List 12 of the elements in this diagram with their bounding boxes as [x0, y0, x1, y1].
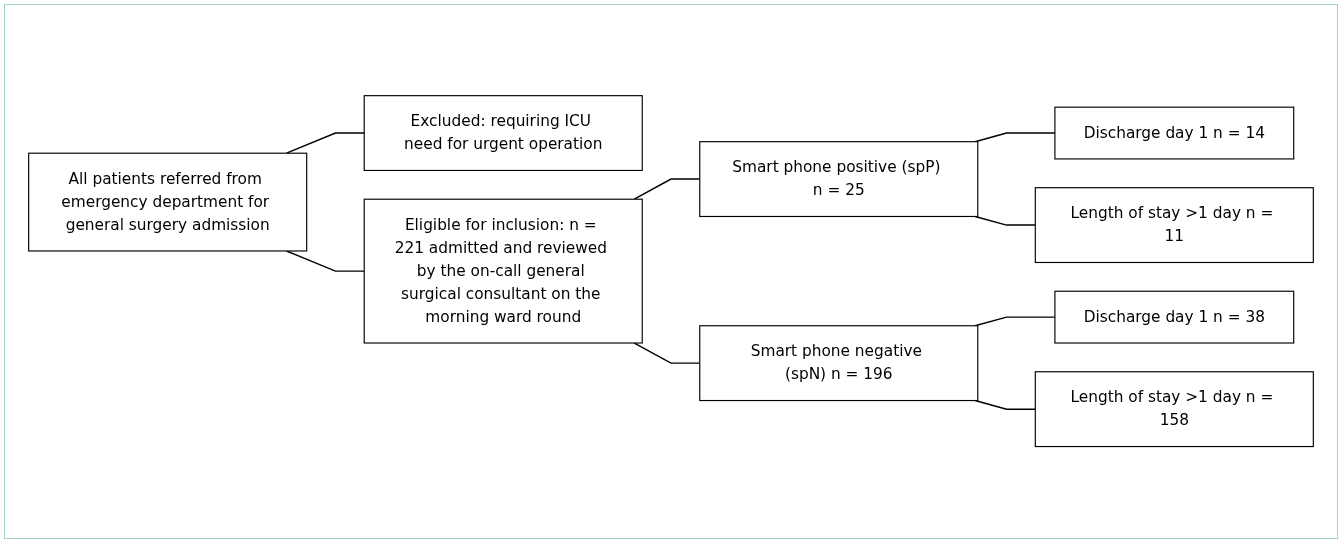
node-box: All patients referred from emergency department for general surgery admission — [28, 153, 308, 252]
connector — [974, 216, 1036, 227]
node-box: Smart phone positive (spP) n = 25 — [699, 141, 979, 218]
node-box: Smart phone negative (spN) n = 196 — [699, 325, 979, 402]
node-box: Excluded: requiring ICU need for urgent operation — [363, 95, 643, 172]
node-box: Eligible for inclusion: n = 221 admitted and reviewed by the on-call general surgical consultant on the morning ward round — [363, 199, 643, 344]
node-box: Discharge day 1 n = 14 — [1054, 107, 1295, 160]
node-box: Length of stay >1 day n = 11 — [1034, 187, 1314, 264]
node-box: Length of stay >1 day n = 158 — [1034, 371, 1314, 448]
connector — [285, 132, 365, 155]
node-box: Discharge day 1 n = 38 — [1054, 291, 1295, 344]
connector — [974, 400, 1036, 411]
